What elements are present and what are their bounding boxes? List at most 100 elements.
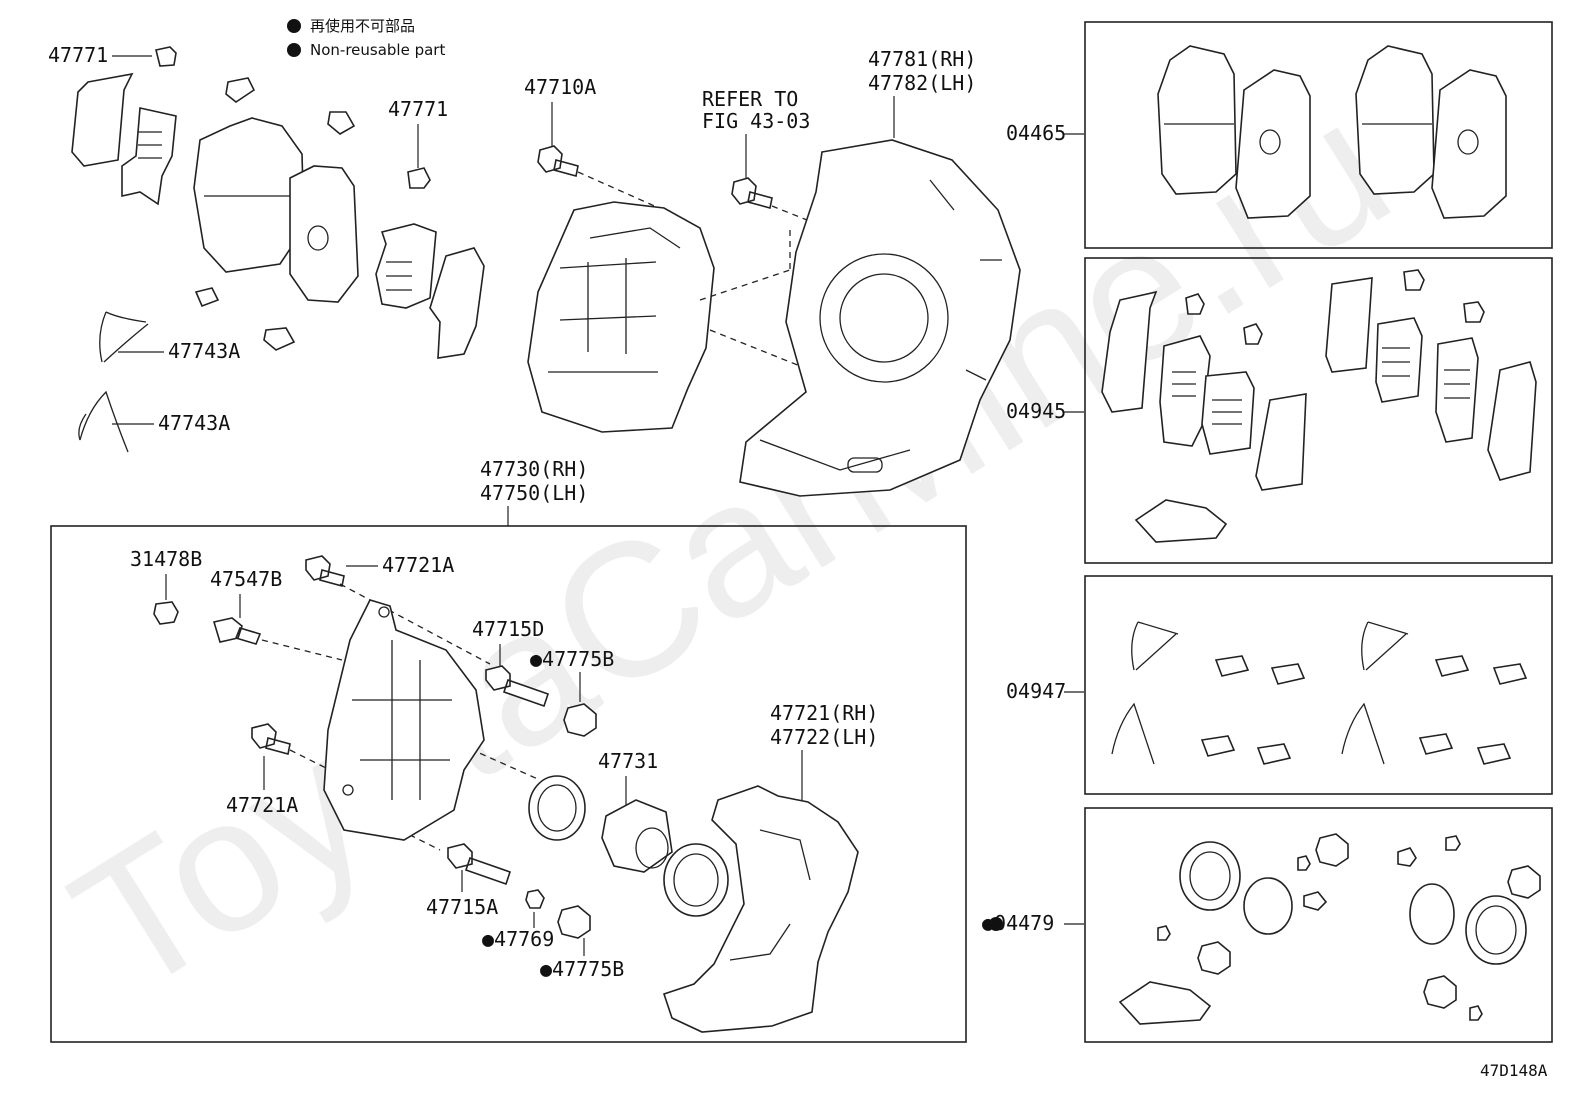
label-47775b-top[interactable]: ●47775B — [530, 647, 614, 671]
anti-squeal-shim[interactable] — [1375, 317, 1423, 403]
bleeder-cap-small[interactable] — [1469, 1005, 1483, 1021]
clip-pair[interactable] — [1185, 293, 1263, 345]
brake-pad[interactable] — [1235, 69, 1311, 219]
dust-cover-hub-opening — [819, 253, 949, 383]
pad-support-clip[interactable] — [1214, 655, 1306, 685]
cylinder-boot[interactable] — [1315, 833, 1349, 867]
pad-support-clip[interactable] — [1200, 735, 1292, 765]
label-47743a-2[interactable]: 47743A — [158, 411, 230, 435]
slide-pin-a[interactable] — [447, 843, 512, 886]
bushing[interactable] — [1303, 891, 1328, 911]
pad-support-clip[interactable] — [194, 287, 220, 308]
label-47715a[interactable]: 47715A — [426, 895, 498, 919]
cylinder-piston[interactable] — [601, 799, 673, 873]
clip-47771-a[interactable] — [155, 46, 177, 67]
label-04947[interactable]: 04947 — [1006, 679, 1066, 703]
pad-wear-spring[interactable] — [1111, 702, 1155, 765]
label-47743a-1[interactable]: 47743A — [168, 339, 240, 363]
anti-squeal-shim[interactable] — [375, 223, 437, 309]
pad-support-clip[interactable] — [327, 111, 356, 135]
anti-squeal-shim[interactable] — [121, 107, 177, 206]
mounting-bolt[interactable] — [731, 177, 773, 209]
slide-pin[interactable] — [485, 665, 550, 708]
label-47771-b[interactable]: 47771 — [388, 97, 448, 121]
label-47721[interactable]: 47721(RH) — [770, 701, 878, 725]
label-47730[interactable]: 47730(RH) — [480, 457, 588, 481]
brake-pad[interactable] — [289, 165, 359, 303]
anti-squeal-shim[interactable] — [1435, 337, 1479, 443]
bleeder-cap-small[interactable] — [525, 889, 545, 909]
clip-pair[interactable] — [1403, 269, 1485, 323]
bleeder-cap-small[interactable] — [1157, 855, 1311, 941]
caliper-kit-parts: 31478B 47547B 47721A 47715D ●47775B 4772… — [130, 547, 878, 1033]
pad-wear-spring[interactable] — [1131, 621, 1179, 671]
piston-seal[interactable] — [1409, 883, 1455, 945]
anti-squeal-shim[interactable] — [1201, 371, 1255, 455]
label-04479[interactable]: ●04479 — [982, 911, 1054, 935]
cylinder-boot[interactable] — [1507, 865, 1541, 899]
caliper-mounting-bracket[interactable] — [662, 785, 859, 1033]
pad-support-clip[interactable] — [1434, 655, 1528, 685]
bullet-icon — [287, 43, 301, 57]
grease-packet[interactable] — [1134, 499, 1228, 543]
shim-slots — [1212, 399, 1242, 425]
label-47775b-bottom[interactable]: ●47775B — [540, 957, 624, 981]
bullet-icon — [989, 917, 1003, 931]
label-47721a-bottom[interactable]: 47721A — [226, 793, 298, 817]
anti-squeal-shim[interactable] — [1101, 290, 1158, 413]
label-47721a-top[interactable]: 47721A — [382, 553, 454, 577]
disc-brake-dust-cover[interactable] — [739, 139, 1021, 497]
label-47782[interactable]: 47782(LH) — [868, 71, 976, 95]
legend-japanese: 再使用不可部品 — [310, 17, 415, 35]
pad-support-clip[interactable] — [225, 77, 256, 103]
anti-squeal-shim[interactable] — [71, 72, 134, 167]
anti-squeal-shim[interactable] — [1255, 393, 1307, 491]
label-04945[interactable]: 04945 — [1006, 399, 1066, 423]
cylinder-boot[interactable] — [1197, 941, 1231, 975]
label-31478b[interactable]: 31478B — [130, 547, 202, 571]
anti-squeal-shim[interactable] — [1159, 335, 1211, 447]
caliper-bolt[interactable] — [537, 145, 579, 177]
label-47715d[interactable]: 47715D — [472, 617, 544, 641]
brake-pad[interactable] — [1431, 69, 1507, 219]
pad-support-clip[interactable] — [263, 327, 296, 351]
label-47722[interactable]: 47722(LH) — [770, 725, 878, 749]
label-47769[interactable]: ●47769 — [482, 927, 554, 951]
label-47710a[interactable]: 47710A — [524, 75, 596, 99]
bleeder-plug[interactable] — [212, 617, 262, 645]
caliper-bolt-top[interactable] — [305, 555, 345, 587]
anti-squeal-shim[interactable] — [1487, 361, 1537, 481]
clip-47771-b[interactable] — [407, 167, 431, 189]
label-47771-a[interactable]: 47771 — [48, 43, 108, 67]
label-47731[interactable]: 47731 — [598, 749, 658, 773]
caliper-bolt-bottom[interactable] — [251, 723, 291, 755]
pad-wear-spring[interactable] — [1341, 702, 1385, 765]
cylinder-boot[interactable] — [1423, 975, 1457, 1009]
cylinder-boot-ring[interactable] — [1465, 895, 1527, 965]
anti-squeal-shim[interactable] — [429, 247, 485, 359]
pad-support-clip[interactable] — [1418, 733, 1512, 765]
pad-wear-spring[interactable] — [78, 390, 129, 453]
bleeder-plug-cap[interactable] — [153, 601, 179, 625]
grease-packet[interactable] — [1118, 981, 1212, 1025]
anti-squeal-shim[interactable] — [1325, 277, 1373, 373]
cylinder-boot-ring[interactable] — [1179, 841, 1241, 911]
bushing[interactable] — [1397, 835, 1461, 867]
label-47547b[interactable]: 47547B — [210, 567, 282, 591]
cylinder-boot-bottom[interactable] — [557, 905, 591, 939]
label-47750[interactable]: 47750(LH) — [480, 481, 588, 505]
label-04465[interactable]: 04465 — [1006, 121, 1066, 145]
brake-pad[interactable] — [193, 117, 305, 273]
label-47781[interactable]: 47781(RH) — [868, 47, 976, 71]
pad-wear-spring[interactable] — [99, 311, 149, 363]
cylinder-caliper-body[interactable] — [323, 599, 485, 841]
kit-04947: 04947 — [1006, 575, 1553, 795]
brake-pad[interactable] — [1157, 45, 1237, 195]
label-refer-fig[interactable]: FIG 43-03 — [702, 109, 810, 133]
pad-wear-spring[interactable] — [1361, 621, 1409, 671]
cylinder-boot[interactable] — [563, 703, 597, 737]
piston-seal[interactable] — [1243, 877, 1293, 935]
brake-pad[interactable] — [1355, 45, 1435, 195]
label-refer-to[interactable]: REFER TO — [702, 87, 798, 111]
